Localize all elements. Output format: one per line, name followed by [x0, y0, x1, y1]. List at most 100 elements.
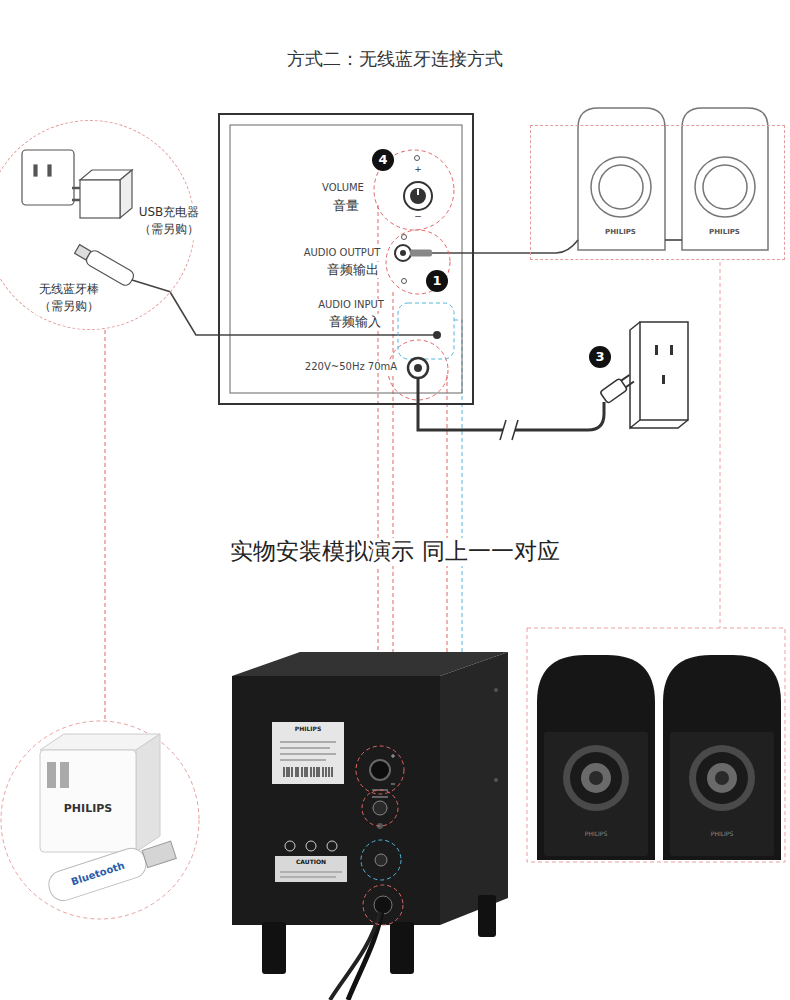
wall-outlet	[670, 345, 673, 355]
output-jack	[400, 250, 406, 256]
rating-label: 220V~50Hz 70mA	[305, 361, 397, 373]
speaker-cable	[665, 239, 682, 241]
charger-photo	[47, 762, 56, 788]
subwoofer-photo	[494, 778, 498, 782]
speaker-photo	[570, 752, 622, 804]
subwoofer-photo	[262, 922, 286, 974]
highlight-ring	[363, 885, 403, 925]
speaker-photo	[663, 655, 781, 860]
section-heading: 实物安装模拟演示 同上一一对应	[226, 538, 563, 566]
brand-logo: PHILIPS	[64, 802, 112, 815]
volume-knob	[404, 182, 432, 210]
wall-outlet-small	[22, 150, 74, 205]
accessory-circle: USB充电器 （需另购）无线蓝牙棒 （需另购）	[0, 120, 195, 330]
highlight-frame	[527, 628, 785, 862]
wall-outlet-small	[22, 150, 74, 205]
highlight-ring	[398, 303, 454, 359]
speaker-cable	[530, 240, 578, 253]
subwoofer-photo	[370, 760, 390, 780]
subwoofer-photo	[280, 872, 342, 877]
power-jack	[408, 358, 428, 378]
speaker-photo	[696, 752, 748, 804]
highlight-ring	[362, 790, 398, 826]
dongle-cable	[132, 280, 171, 292]
port-label: AUDIO INPUT	[318, 299, 384, 311]
charger-photo	[136, 734, 160, 852]
power-jack	[408, 358, 428, 378]
speaker-photo	[537, 655, 781, 860]
port-label: 音量	[333, 198, 359, 214]
subwoofer-photo	[306, 841, 316, 851]
wall-outlet	[630, 322, 688, 428]
brand-logo: PHILIPS	[295, 725, 321, 732]
input-cable	[218, 331, 441, 339]
subwoofer-photo	[280, 742, 336, 760]
speaker	[695, 157, 755, 217]
warning-text: CAUTION	[296, 858, 326, 865]
speaker-photo	[589, 771, 603, 785]
wall-outlet-small	[48, 165, 51, 176]
knob-sign: +	[414, 164, 422, 175]
accessory-label: 无线蓝牙棒 （需另购）	[36, 281, 102, 315]
guide-line	[105, 330, 106, 720]
callout-number: 1	[426, 270, 448, 292]
subwoofer-photo	[375, 854, 387, 866]
subwoofer-photo	[327, 841, 337, 851]
volume-knob	[404, 182, 432, 210]
speaker-photo	[715, 771, 729, 785]
speaker	[599, 165, 643, 209]
output-jack	[432, 252, 474, 254]
speaker-photo	[707, 763, 737, 793]
highlight-ring	[356, 746, 404, 794]
power-cord	[418, 378, 604, 440]
speaker	[578, 108, 665, 250]
panel-inner-frame	[230, 125, 462, 393]
port-label: 音频输出	[327, 262, 379, 278]
highlight-frame	[527, 628, 785, 862]
brand-logo: PHILIPS	[709, 228, 740, 236]
input-cable	[218, 334, 437, 336]
subwoofer-photo	[494, 688, 498, 692]
dongle-photo	[45, 845, 149, 904]
dongle-cable	[132, 280, 171, 292]
wall-outlet	[640, 322, 688, 420]
power-jack	[414, 364, 422, 372]
speaker	[578, 108, 768, 250]
speaker-frame: PHILIPSPHILIPS	[530, 125, 785, 260]
speaker-cable	[530, 240, 682, 253]
highlight-ring	[386, 230, 450, 294]
speaker-photo	[544, 732, 648, 856]
speaker-photo	[689, 745, 755, 811]
wall-outlet	[662, 375, 665, 384]
callout-number: 4	[372, 149, 394, 171]
speaker-photo	[581, 763, 611, 793]
power-plug	[621, 375, 634, 387]
power-cord	[500, 420, 518, 440]
indicator-dot	[415, 156, 420, 161]
panel-inner-frame	[230, 125, 462, 393]
back-panel: VOLUME音量AUDIO OUTPUT音频输出AUDIO INPUT音频输入2…	[218, 113, 474, 405]
wall-outlet-small	[34, 165, 37, 176]
cable-connector	[474, 252, 530, 254]
subwoofer-photo	[330, 912, 380, 1000]
usb-charger	[72, 170, 132, 218]
callout-number: 3	[589, 346, 611, 368]
speaker	[703, 165, 747, 209]
dongle-photo	[45, 835, 178, 904]
port-label: VOLUME	[322, 182, 364, 194]
knob-sign: −	[414, 211, 422, 222]
power-plug	[600, 378, 628, 403]
guide-line	[720, 262, 721, 628]
output-jack	[395, 245, 474, 261]
subwoofer-photo	[440, 652, 508, 925]
subwoofer-photo	[390, 922, 414, 974]
volume-knob	[410, 188, 426, 204]
subwoofer-photo	[284, 767, 332, 777]
volume-knob	[417, 189, 419, 195]
accessory-label: USB充电器 （需另购）	[136, 204, 202, 238]
usb-charger	[80, 180, 120, 218]
indicator-dot	[402, 279, 407, 284]
power-cord	[515, 402, 604, 430]
